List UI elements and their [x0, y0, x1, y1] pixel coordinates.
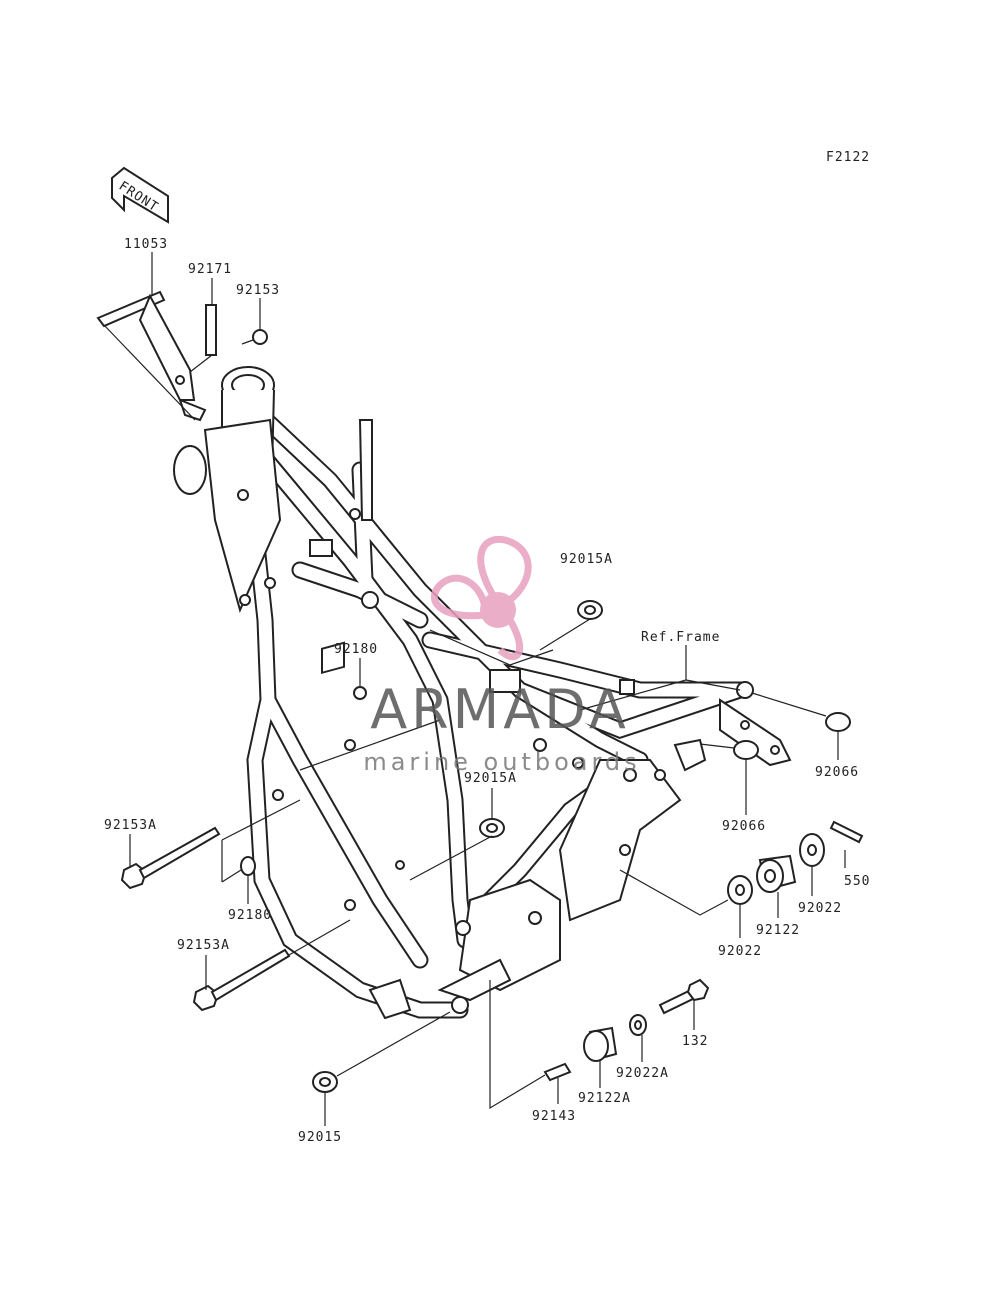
- label-92143: 92143: [532, 1109, 576, 1124]
- label-92015a-mid: 92015A: [464, 771, 517, 786]
- part-92066-cap-mid: [733, 740, 759, 760]
- part-92122-collar: [756, 854, 797, 893]
- propeller-logo-icon: [431, 535, 532, 661]
- watermark-tagline: marine outboards: [363, 748, 640, 776]
- armada-watermark: ARMADA marine outboards: [363, 535, 640, 776]
- label-92066-mid: 92066: [722, 819, 766, 834]
- label-550: 550: [844, 874, 870, 889]
- part-92180-plate: [321, 641, 345, 674]
- leader-lines: [103, 252, 846, 1126]
- part-92180-washer-bottom: [240, 856, 256, 876]
- label-ref-frame: Ref.Frame: [641, 630, 720, 645]
- diagram-code: F2122: [826, 150, 870, 165]
- part-92153a-bolt-top: [120, 826, 221, 890]
- part-92171-plate: [205, 304, 217, 356]
- label-92153: 92153: [236, 283, 280, 298]
- part-132-bolt: [658, 978, 710, 1015]
- part-92153a-bolt-bottom: [192, 948, 291, 1012]
- label-132: 132: [682, 1034, 708, 1049]
- part-92022-washer-mid: [727, 875, 753, 905]
- part-550-pin: [829, 820, 864, 844]
- label-92015: 92015: [298, 1130, 342, 1145]
- watermark-brand: ARMADA: [370, 678, 630, 741]
- label-92022a: 92022A: [616, 1066, 669, 1081]
- label-92015a-top: 92015A: [560, 552, 613, 567]
- part-92180-shim-top: [353, 686, 367, 700]
- label-92153a-top: 92153A: [104, 818, 157, 833]
- label-92180-bottom: 92180: [228, 908, 272, 923]
- label-92122: 92122: [756, 923, 800, 938]
- part-92143-spacer: [543, 1062, 572, 1082]
- label-92122a: 92122A: [578, 1091, 631, 1106]
- part-92066-cap-right: [825, 712, 851, 732]
- part-92022-washer-right: [799, 833, 825, 867]
- part-92015a-nut-mid: [479, 818, 505, 838]
- part-92122a-collar: [583, 1026, 618, 1062]
- label-92022-mid: 92022: [718, 944, 762, 959]
- part-92022a-washer: [629, 1014, 647, 1036]
- part-92015a-nut-top: [577, 600, 603, 620]
- label-92180-top: 92180: [334, 642, 378, 657]
- label-92153a-bottom: 92153A: [177, 938, 230, 953]
- label-92022-right: 92022: [798, 901, 842, 916]
- label-92171: 92171: [188, 262, 232, 277]
- part-92015-nut: [312, 1071, 338, 1093]
- label-92066-right: 92066: [815, 765, 859, 780]
- label-11053: 11053: [124, 237, 168, 252]
- front-arrow-icon: FRONT: [111, 166, 169, 224]
- part-11053-bracket: [96, 290, 207, 422]
- motorcycle-frame: [173, 366, 792, 1020]
- part-92153-bolt: [241, 329, 268, 345]
